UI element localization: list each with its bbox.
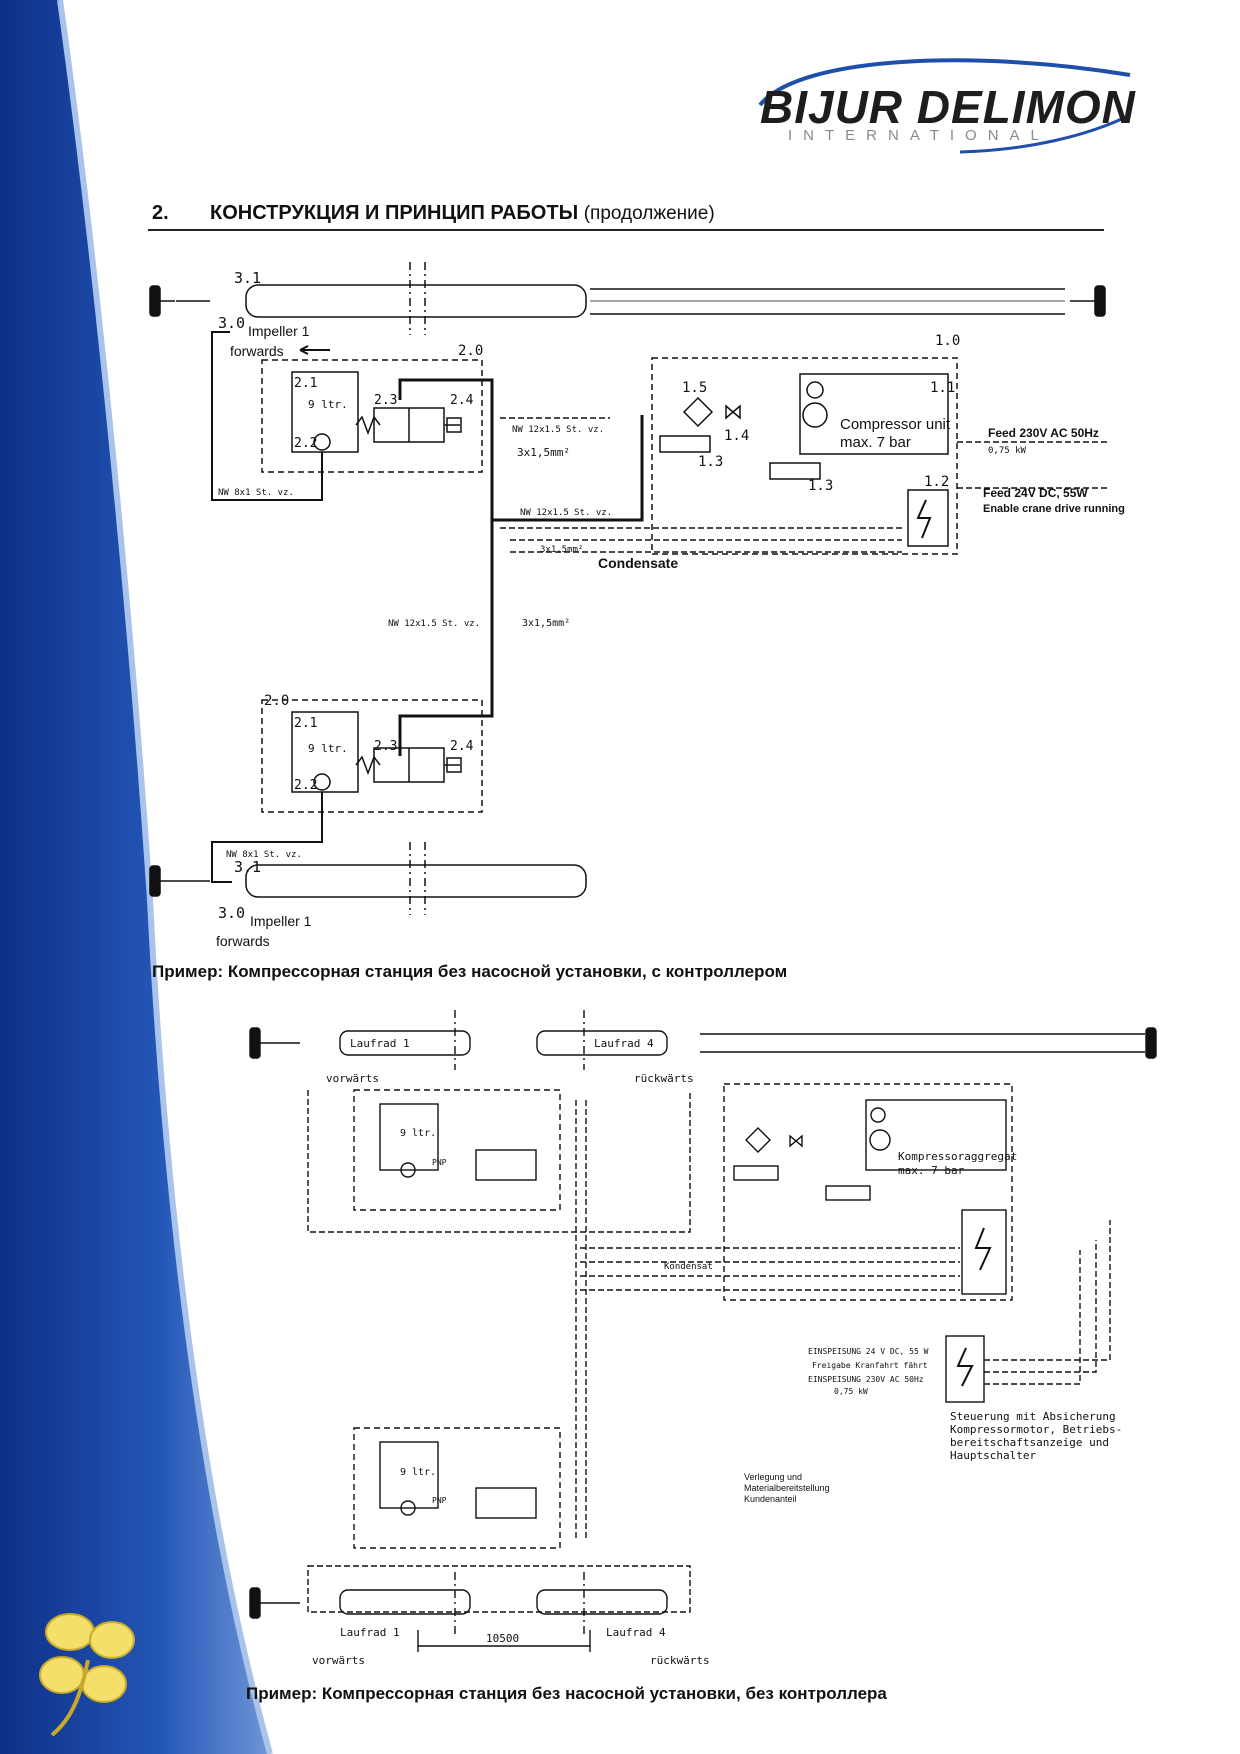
section-title: КОНСТРУКЦИЯ И ПРИНЦИП РАБОТЫ: [210, 202, 579, 224]
label-note-3: Kundenanteil: [744, 1494, 797, 1504]
label-2-1-lower: 2.1: [294, 716, 317, 731]
compressor-box: [651, 357, 958, 555]
diagram-1: [149, 262, 1110, 915]
label-1-1: 1.1: [930, 380, 955, 396]
logo-arc: [758, 58, 1131, 107]
label-kw-1: 0,75 kW: [988, 446, 1027, 456]
diagram-2: [249, 1010, 1157, 1652]
blue-swoosh: [0, 0, 270, 1754]
label-1-3a: 1.3: [698, 454, 723, 470]
label-2-1-upper: 2.1: [294, 376, 317, 391]
label-2-3-upper: 2.3: [374, 393, 397, 408]
label-feed-ac: Feed 230V AC 50Hz: [988, 426, 1099, 440]
label-laufrad1-top: Laufrad 1: [350, 1037, 410, 1050]
label-laufrad4-top: Laufrad 4: [594, 1037, 654, 1050]
label-rueckwaerts-top: rückwärts: [634, 1072, 694, 1085]
diagram-1-caption: Пример: Компрессорная станция без насосн…: [152, 962, 788, 981]
diagram-2-labels: Laufrad 1 Laufrad 4 vorwärts rückwärts 9…: [312, 1037, 1122, 1667]
label-pipe12-b: NW 12x1.5 St. vz.: [520, 508, 612, 518]
label-compressor-unit: Compressor unit: [840, 416, 951, 433]
label-1-3b: 1.3: [808, 478, 833, 494]
label-feed-dc: Feed 24V DC, 55W: [983, 486, 1088, 500]
section-continuation: (продолжение): [583, 203, 715, 224]
label-2-4-upper: 2.4: [450, 393, 474, 408]
swoosh-highlight: [57, 0, 273, 1754]
label-vorwaerts-top: vorwärts: [326, 1072, 379, 1085]
label-pipe8-lower: NW 8x1 St. vz.: [226, 850, 302, 860]
label-kw-2: 0,75 kW: [834, 1387, 868, 1396]
label-laufrad1-bottom: Laufrad 1: [340, 1626, 400, 1639]
label-max-bar-1: max. 7 bar: [840, 434, 911, 451]
label-kompressor: Kompressoraggregat: [898, 1150, 1017, 1163]
label-tank-upper-2: 9 ltr.: [400, 1128, 436, 1139]
label-dimension: 10500: [486, 1632, 519, 1645]
label-impeller-bottom: Impeller 1: [250, 913, 312, 929]
logo-arc-low: [959, 113, 1131, 154]
label-pipe8-upper: NW 8x1 St. vz.: [218, 488, 294, 498]
label-forwards-bottom: forwards: [216, 933, 270, 949]
label-note-1: Verlegung und: [744, 1472, 802, 1482]
label-1-4: 1.4: [724, 428, 749, 444]
pump-box-upper: [261, 359, 483, 473]
label-3-0-bottom: 3.0: [218, 904, 245, 922]
label-vorwaerts-bottom: vorwärts: [312, 1654, 365, 1667]
label-2-0-lower: 2.0: [264, 693, 289, 709]
label-cable-c: 3x1,5mm²: [522, 618, 570, 629]
label-pnp-lower: PNP: [432, 1496, 447, 1505]
label-3-1-bottom: 3.1: [234, 858, 261, 876]
label-cable-a: 3x1,5mm²: [517, 446, 570, 459]
label-steuerung-3: bereitschaftsanzeige und: [950, 1436, 1109, 1449]
label-1-5: 1.5: [682, 380, 707, 396]
label-freigabe: Freigabe Kranfahrt fährt: [812, 1361, 928, 1370]
label-einsp-ac: EINSPEISUNG 230V AC 50Hz: [808, 1375, 924, 1384]
label-condensate: Condensate: [598, 555, 678, 571]
header-rule: [148, 229, 1104, 231]
label-2-3-lower: 2.3: [374, 739, 397, 754]
diagram-2-caption: Пример: Компрессорная станция без насосн…: [246, 1684, 887, 1703]
label-enable: Enable crane drive running: [983, 503, 1125, 515]
label-steuerung-2: Kompressormotor, Betriebs-: [950, 1423, 1122, 1436]
rail-top: [149, 262, 1106, 335]
label-laufrad4-bottom: Laufrad 4: [606, 1626, 666, 1639]
label-impeller-top: Impeller 1: [248, 323, 310, 339]
brand-subtitle: INTERNATIONAL: [788, 127, 1050, 144]
rail-bottom: [149, 842, 587, 915]
label-rueckwaerts-bottom: rückwärts: [650, 1654, 710, 1667]
label-1-2: 1.2: [924, 474, 949, 490]
label-2-2-upper: 2.2: [294, 436, 317, 451]
label-2-2-lower: 2.2: [294, 778, 317, 793]
label-tank-upper: 9 ltr.: [308, 398, 348, 411]
pump-box-lower: [261, 699, 483, 813]
label-tank-lower-2: 9 ltr.: [400, 1467, 436, 1478]
label-2-0-upper: 2.0: [458, 343, 483, 359]
label-steuerung-1: Steuerung mit Absicherung: [950, 1410, 1116, 1423]
clover-logo-icon: [39, 1613, 135, 1737]
diagram-1-labels: 3.1 3.0 Impeller 1 forwards 2.0 2.1 9 lt…: [216, 269, 1125, 949]
label-tank-lower: 9 ltr.: [308, 742, 348, 755]
label-kondensat: Kondensat: [664, 1262, 713, 1272]
main-pipe: [398, 378, 644, 522]
label-3-0-top: 3.0: [218, 314, 245, 332]
label-3-1-top: 3.1: [234, 269, 261, 287]
label-einsp-dc: EINSPEISUNG 24 V DC, 55 W: [808, 1347, 929, 1356]
label-note-2: Materialbereitstellung: [744, 1483, 830, 1493]
section-header: 2. КОНСТРУКЦИЯ И ПРИНЦИП РАБОТЫ (продолже…: [152, 202, 715, 225]
brand-logo: BIJUR DELIMON: [760, 81, 1136, 133]
label-forwards-top: forwards: [230, 343, 284, 359]
label-pipe12-c: NW 12x1.5 St. vz.: [388, 619, 480, 629]
label-cable-b: 3x1,5mm²: [540, 545, 583, 555]
label-1-0: 1.0: [935, 333, 960, 349]
label-pipe12-a: NW 12x1.5 St. vz.: [512, 425, 604, 435]
label-steuerung-4: Hauptschalter: [950, 1449, 1036, 1462]
label-max-bar-2: max. 7 bar: [898, 1164, 965, 1177]
label-pnp-upper: PNP: [432, 1158, 447, 1167]
section-number: 2.: [152, 202, 169, 224]
label-2-4-lower: 2.4: [450, 739, 474, 754]
